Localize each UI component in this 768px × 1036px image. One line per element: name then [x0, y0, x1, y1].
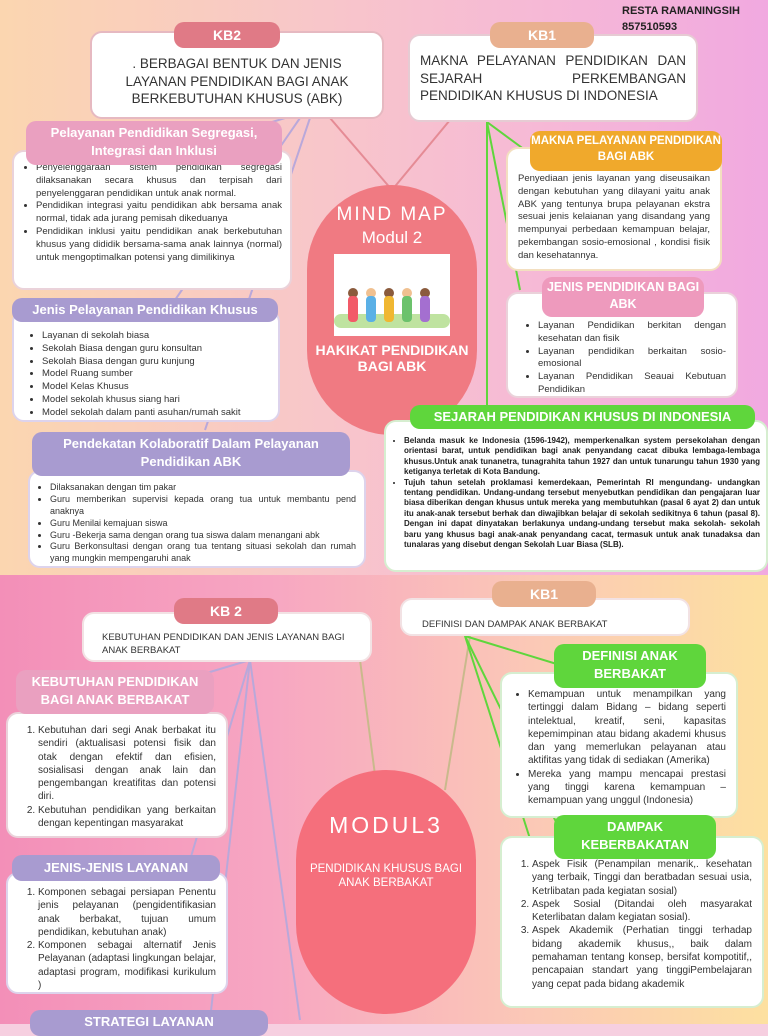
dampak-heading: DAMPAK KEBERBAKATAN — [554, 815, 716, 859]
definisi-item: Mereka yang mampu mencapai prestasi yang… — [528, 768, 726, 808]
jenis-layanan-item: Komponen sebagai alternatif Jenis Pelaya… — [38, 939, 216, 992]
kb1-label: KB1 — [490, 22, 594, 48]
jenis-layanan-item: Komponen sebagai persiapan Penentu jenis… — [38, 886, 216, 939]
jenis-abk-heading: JENIS PENDIDIKAN BAGI ABK — [542, 277, 704, 317]
kb1-title-box: MAKNA PELAYANAN PENDIDIKAN DAN SEJARAH P… — [408, 34, 698, 122]
kb2-title: . BERBAGAI BENTUK DAN JENIS LAYANAN PEND… — [125, 56, 349, 107]
kolaboratif-item: Dilaksanakan dengan tim pakar — [50, 482, 356, 494]
sejarah-item: Tujuh tahun setelah proklamasi kemerdeka… — [404, 478, 760, 551]
jenis-khusus-item: Sekolah Biasa dengan guru kunjung — [42, 356, 270, 369]
segregasi-item: Penyelenggaraan sistem pendidikan segreg… — [36, 162, 282, 200]
jenis-abk-item: Layanan Pendidikan Seauai Kebutuan Pendi… — [538, 371, 726, 397]
author-id: 857510593 — [622, 20, 678, 33]
kolaboratif-box: Dilaksanakan dengan tim pakar Guru membe… — [28, 470, 366, 568]
kb1-bottom-title: DEFINISI DAN DAMPAK ANAK BERBAKAT — [422, 619, 608, 630]
strategi-heading: STRATEGI LAYANAN — [30, 1010, 268, 1036]
jenis-khusus-item: Layanan di sekolah biasa — [42, 330, 270, 343]
kebutuhan-item: Kebutuhan dari segi Anak berbakat itu se… — [38, 724, 216, 804]
kb2-bottom-title: KEBUTUHAN PENDIDIKAN DAN JENIS LAYANAN B… — [102, 632, 345, 656]
segregasi-item: Pendidikan integrasi yaitu pendidikan ab… — [36, 200, 282, 226]
sejarah-item: Belanda masuk ke Indonesia (1596-1942), … — [404, 436, 760, 478]
makna-text: Penyediaan jenis layanan yang diseusaika… — [518, 173, 710, 261]
jenis-khusus-heading: Jenis Pelayanan Pendidikan Khusus — [12, 298, 278, 322]
jenis-khusus-item: Model sekolah khusus siang hari — [42, 394, 270, 407]
kolaboratif-item: Guru Menilai kemajuan siswa — [50, 518, 356, 530]
kebutuhan-item: Kebutuhan pendidikan yang berkaitan deng… — [38, 804, 216, 831]
jenis-khusus-item: Model sekolah dalam panti asuhan/rumah s… — [42, 407, 270, 420]
dampak-item: Aspek Akademik (Perhatian tinggi terhada… — [532, 924, 752, 990]
mindmap-title: MIND MAP — [336, 204, 448, 225]
sejarah-heading: SEJARAH PENDIDIKAN KHUSUS DI INDONESIA — [410, 405, 755, 429]
modul3-title: MODUL3 — [329, 812, 443, 838]
author-block: RESTA RAMANINGSIH 857510593 — [622, 4, 740, 36]
segregasi-heading: Pelayanan Pendidikan Segregasi, Integras… — [26, 121, 282, 165]
jenis-khusus-item: Model Kelas Khusus — [42, 381, 270, 394]
kb2-label: KB2 — [174, 22, 280, 48]
sejarah-box: Belanda masuk ke Indonesia (1596-1942), … — [384, 420, 768, 572]
kb1-title: MAKNA PELAYANAN PENDIDIKAN DAN SEJARAH P… — [420, 53, 686, 104]
makna-heading: MAKNA PELAYANAN PENDIDIKAN BAGI ABK — [530, 131, 722, 171]
kb2-bottom-label: KB 2 — [174, 598, 278, 624]
kebutuhan-heading: KEBUTUHAN PENDIDIKAN BAGI ANAK BERBAKAT — [16, 670, 214, 714]
children-illustration — [334, 254, 450, 336]
dampak-box: Aspek Fisik (Penampilan menarik,. keseha… — [500, 836, 764, 1008]
jenis-khusus-box: Layanan di sekolah biasa Sekolah Biasa d… — [12, 310, 280, 422]
jenis-khusus-item: Model Ruang sumber — [42, 368, 270, 381]
jenis-abk-item: Layanan Pendidikan berkitan dengan keseh… — [538, 320, 726, 346]
segregasi-item: Pendidikan inklusi yaitu pendidikan anak… — [36, 226, 282, 264]
modul3-caption: PENDIDIKAN KHUSUS BAGI ANAK BERBAKAT — [309, 863, 463, 890]
jenis-layanan-box: Komponen sebagai persiapan Penentu jenis… — [6, 872, 228, 994]
segregasi-box: Penyelenggaraan sistem pendidikan segreg… — [12, 150, 292, 290]
jenis-khusus-item: Sekolah Biasa dengan guru konsultan — [42, 343, 270, 356]
kolaboratif-item: Guru memberikan supervisi kepada orang t… — [50, 494, 356, 518]
kb1-bottom-label: KB1 — [492, 581, 596, 607]
modul3-center — [296, 770, 476, 1014]
dampak-item: Aspek Fisik (Penampilan menarik,. keseha… — [532, 858, 752, 898]
kolaboratif-item: Guru -Bekerja sama dengan orang tua sisw… — [50, 530, 356, 542]
jenis-layanan-heading: JENIS-JENIS LAYANAN — [12, 855, 220, 881]
definisi-heading: DEFINISI ANAK BERBAKAT — [554, 644, 706, 688]
author-name: RESTA RAMANINGSIH — [622, 5, 740, 17]
definisi-item: Kemampuan untuk menampilkan yang terting… — [528, 688, 726, 768]
mindmap-subtitle: Modul 2 — [361, 228, 423, 247]
dampak-item: Aspek Sosial (Ditandai oleh masyarakat K… — [532, 898, 752, 925]
definisi-box: Kemampuan untuk menampilkan yang terting… — [500, 672, 738, 818]
kolaboratif-item: Guru Berkonsultasi dengan orang tua tent… — [50, 541, 356, 565]
jenis-abk-item: Layanan pendidikan berkaitan sosio-emosi… — [538, 346, 726, 372]
kb2-title-box: . BERBAGAI BENTUK DAN JENIS LAYANAN PEND… — [90, 31, 384, 119]
kolaboratif-heading: Pendekatan Kolaboratif Dalam Pelayanan P… — [32, 432, 350, 476]
kebutuhan-box: Kebutuhan dari segi Anak berbakat itu se… — [6, 712, 228, 838]
mindmap-caption: HAKIKAT PENDIDIKAN BAGI ABK — [315, 342, 469, 375]
